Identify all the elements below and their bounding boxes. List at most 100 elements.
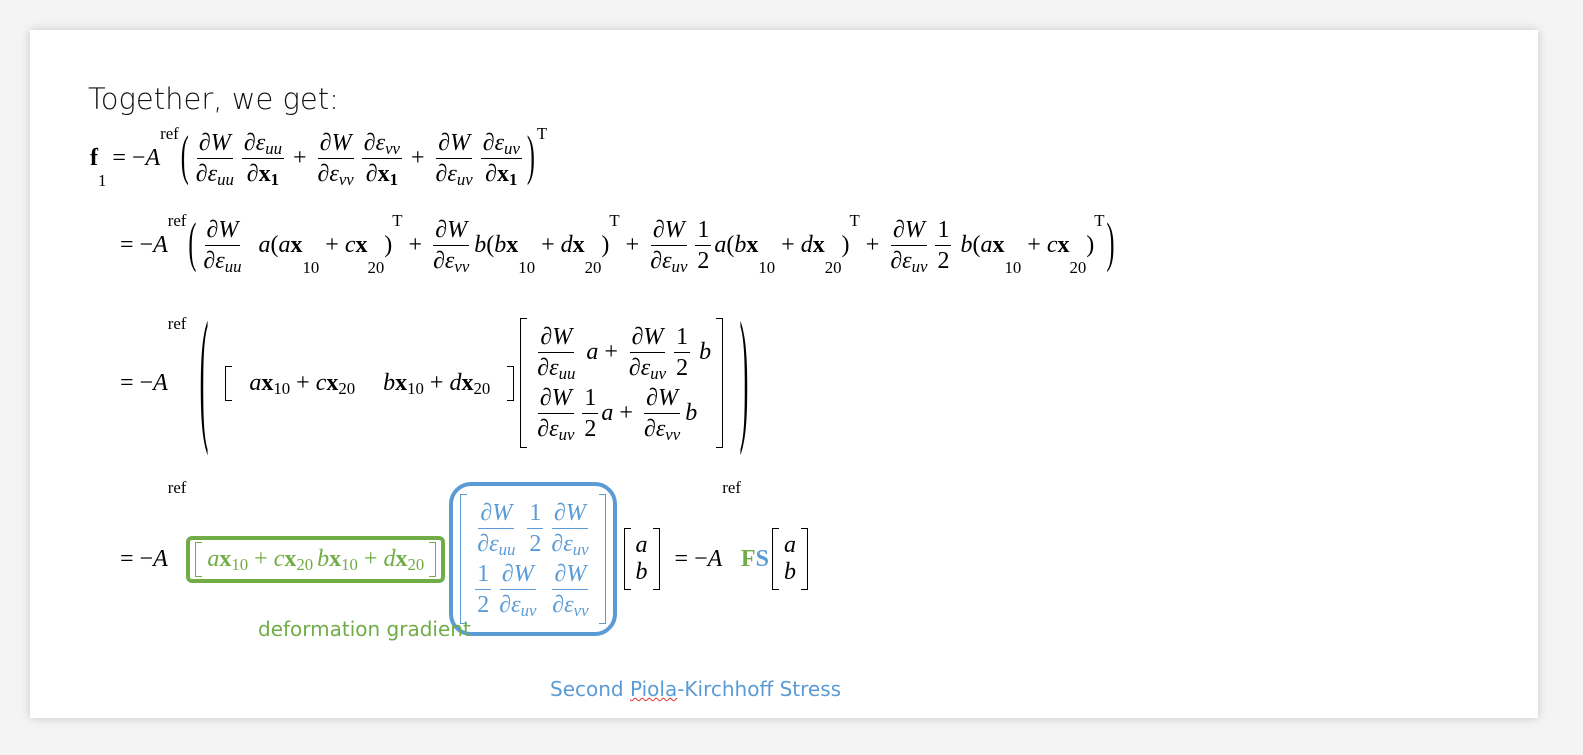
math-symbol: d — [800, 232, 813, 258]
math-symbol: x — [992, 232, 1005, 258]
matrix-cell: b — [636, 559, 648, 586]
left-paren: ( — [199, 299, 209, 461]
math-superscript: T — [849, 211, 860, 230]
math-subscript: uv — [520, 601, 537, 621]
math-subscript: 10 — [273, 378, 291, 398]
slide: Together, we get: — [30, 30, 1538, 718]
fraction-numerator: 1 — [935, 215, 952, 246]
matrix-row: a — [782, 532, 798, 559]
math-symbol: = − — [120, 545, 154, 572]
math-symbol: a — [586, 339, 599, 365]
math-symbol: ∂W — [540, 324, 573, 350]
math-subscript: uv — [504, 139, 520, 159]
math-symbol: b — [474, 232, 487, 258]
math-symbol: d — [449, 369, 462, 396]
math-symbol: x — [461, 369, 474, 396]
math-symbol: + — [423, 369, 450, 396]
left-paren: ( — [180, 127, 189, 188]
math-symbol: x — [329, 545, 342, 572]
math-symbol: c — [1046, 232, 1058, 258]
math-symbol: 1 — [697, 217, 710, 243]
fraction-numerator: ∂W — [537, 383, 574, 414]
fraction-denominator: 2 — [527, 529, 543, 559]
math-symbol: b — [699, 339, 712, 365]
math-symbol: ( — [726, 232, 735, 258]
math-symbol: F — [740, 545, 756, 572]
math-subscript: vv — [573, 601, 589, 621]
math-symbol: d — [383, 545, 396, 572]
math-symbol: a — [783, 532, 796, 558]
math-subscript: uu — [224, 257, 242, 277]
math-symbol: 1 — [937, 217, 950, 243]
math-subscript: 10 — [231, 554, 249, 574]
math-symbol: A — [707, 545, 723, 572]
math-symbol: ∂W — [435, 217, 468, 243]
fraction-numerator: ∂W — [478, 498, 515, 529]
math-subscript: vv — [454, 257, 470, 277]
math-symbol: x — [395, 545, 408, 572]
deformation-gradient-label: deformation gradient — [258, 617, 471, 641]
math-symbol: x — [355, 232, 368, 258]
math-symbol: 1 — [584, 385, 597, 411]
math-superscript: T — [609, 211, 620, 230]
math-symbol: A — [145, 145, 161, 171]
math-symbol: a — [601, 400, 614, 426]
math-subscript: 10 — [758, 258, 776, 277]
math-symbol: ( — [486, 232, 495, 258]
math-symbol — [246, 232, 258, 259]
math-symbol: A — [153, 545, 168, 572]
math-symbol: 2 — [937, 248, 950, 274]
math-symbol: ( — [270, 232, 279, 258]
math-symbol: 1 — [529, 500, 542, 526]
math-symbol: b — [960, 232, 973, 258]
math-symbol: ∂ε — [537, 416, 559, 442]
fraction-numerator: 1 — [582, 383, 599, 414]
math-subscript: 20 — [473, 378, 491, 398]
math-symbol: ∂ε — [650, 248, 672, 274]
math-symbol: ∂ — [485, 161, 498, 187]
fraction-numerator: ∂W — [552, 559, 589, 590]
fraction-numerator: ∂W — [650, 215, 687, 246]
math-symbol: ∂W — [480, 500, 513, 526]
math-symbol: + — [357, 545, 384, 572]
right-paren: ) — [739, 299, 749, 461]
math-symbol: c — [315, 369, 327, 396]
math-subscript: uv — [911, 257, 928, 277]
math-symbol: b — [383, 369, 396, 396]
math-symbol: x — [326, 369, 339, 396]
math-symbol: + — [248, 545, 274, 572]
right-paren: ) — [1106, 214, 1115, 275]
math-symbol: + — [598, 339, 624, 365]
matrix-cell: b — [784, 559, 796, 586]
math-symbol: ∂ε — [499, 592, 521, 618]
math-symbol: x — [377, 161, 390, 187]
math-symbol: = − — [106, 145, 146, 171]
math-symbol: a — [207, 545, 220, 572]
math-symbol: b — [494, 232, 507, 258]
math-symbol: + — [402, 232, 429, 258]
math-symbol: x — [395, 369, 408, 396]
